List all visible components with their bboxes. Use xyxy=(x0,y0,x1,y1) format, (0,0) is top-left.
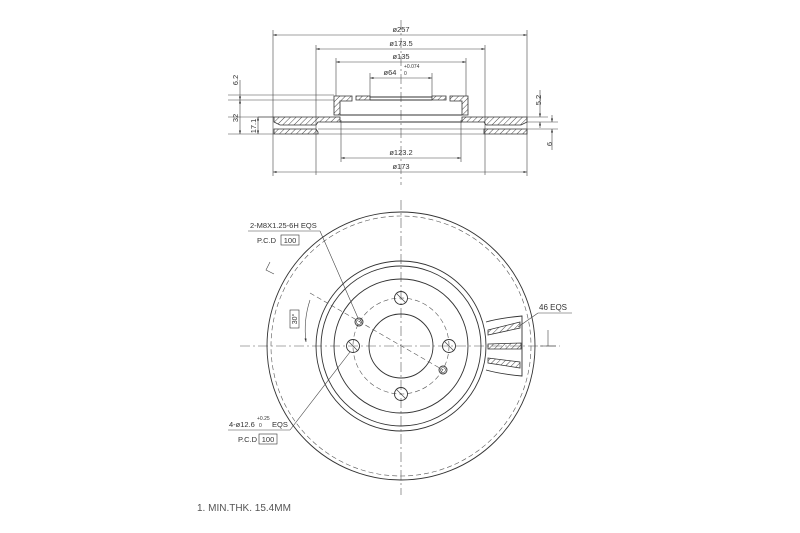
thread-pcd-label: P.C.D xyxy=(257,236,277,245)
hole-tol-upper: +0.25 xyxy=(257,416,270,422)
stud-holes xyxy=(346,291,456,401)
disc-outer-edge xyxy=(266,211,536,481)
hole-tol-lower: 0 xyxy=(259,423,262,429)
vane-cutaway xyxy=(485,315,523,377)
surface-finish-icon xyxy=(265,261,275,275)
hole-pcd-value: 100 xyxy=(262,435,275,444)
thread-callout: 2-M8X1.25-6H EQS xyxy=(250,221,317,230)
section-view: ø257 ø173.5 ø135 ø64 +0.074 0 ø123.2 ø17… xyxy=(228,20,558,185)
plan-view: 30° 46 EQS 2-M8X1.25-6H EQS P.C.D 100 4-… xyxy=(228,200,572,495)
hole-pcd-label: P.C.D xyxy=(238,435,258,444)
vanes-callout: 46 EQS xyxy=(539,303,567,312)
dim-hat-flange-thickness: 6.2 xyxy=(231,75,240,85)
dim-disc-thickness: 17.1 xyxy=(249,119,258,134)
dim-hat-outer-diameter: ø173.5 xyxy=(389,39,412,48)
dim-center-bore: ø64 xyxy=(384,68,397,77)
dim-vent-gap: 6 xyxy=(545,142,554,146)
center-bore xyxy=(368,313,434,379)
dim-hat-inner-diameter: ø135 xyxy=(392,52,409,61)
hole-callout-prefix: 4-ø12.6 xyxy=(229,420,255,429)
dim-center-bore-tol-upper: +0.074 xyxy=(404,64,420,70)
dim-total-height: 32 xyxy=(231,114,240,122)
dim-hat-wall: 5.2 xyxy=(534,95,543,105)
dim-inner-friction-diameter: ø123.2 xyxy=(389,148,412,157)
threaded-holes xyxy=(309,292,448,375)
hole-callout-suffix: EQS xyxy=(272,420,288,429)
dim-hat-bottom-diameter: ø173 xyxy=(392,162,409,171)
thread-pcd-value: 100 xyxy=(284,236,297,245)
note-min-thickness: 1. MIN.THK. 15.4MM xyxy=(197,503,291,514)
angle-label: 30° xyxy=(291,314,299,325)
dim-center-bore-tol-lower: 0 xyxy=(404,71,407,77)
dim-outer-diameter: ø257 xyxy=(392,25,409,34)
